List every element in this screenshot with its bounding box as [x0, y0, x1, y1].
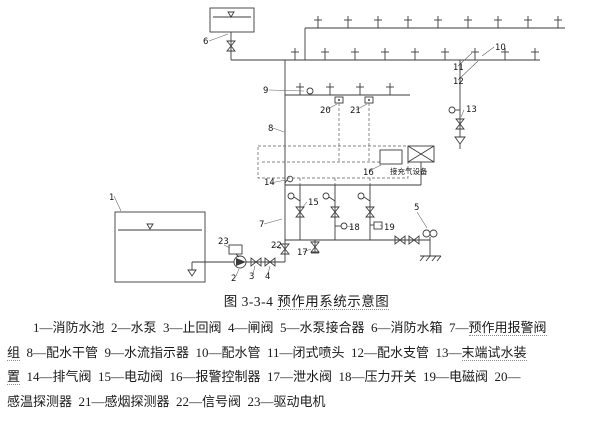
- alarm-control-wiring: [257, 145, 409, 185]
- callout-20: 20: [320, 106, 331, 116]
- underlined-text: 预作用系统示意图: [277, 294, 390, 310]
- legend-line: 1—消防水池 2—水泵 3—止回阀 4—闸阀 5—水泵接合器 6—消防水箱 7—…: [7, 316, 606, 341]
- callout-22: 22: [271, 241, 282, 251]
- callout-9: 9: [263, 86, 268, 96]
- underlined-text: 组: [7, 344, 21, 361]
- underlined-text: 置: [7, 369, 21, 386]
- callout-11: 11: [453, 63, 464, 73]
- callout-19: 19: [384, 223, 395, 233]
- figure-legend: 1—消防水池 2—水泵 3—止回阀 4—闸阀 5—水泵接合器 6—消防水箱 7—…: [0, 316, 613, 414]
- pump-unit: [228, 244, 285, 269]
- underlined-text: 预作用报警阀: [468, 320, 547, 336]
- callout-17: 17: [297, 248, 308, 258]
- alarm-valve-stations: [285, 184, 430, 254]
- text-segment: 14—排气阀 15—电动阀 16—报警控制器 17—泄水阀 18—压力开关 19…: [20, 369, 521, 385]
- sprinkler-pipe-grid: [231, 15, 565, 96]
- callout-8: 8: [268, 124, 273, 134]
- callout-1: 1: [109, 193, 114, 203]
- underlined-text: 末端试水装: [461, 344, 527, 361]
- callout-14: 14: [264, 178, 275, 188]
- fire-detectors: [334, 96, 374, 162]
- callout-23: 23: [218, 237, 229, 247]
- end-test-device: [448, 60, 466, 149]
- water-flow-indicator: [306, 87, 314, 95]
- callout-13: 13: [466, 105, 477, 115]
- callout-3: 3: [249, 272, 254, 282]
- callout-6: 6: [203, 37, 208, 47]
- callout-10: 10: [495, 43, 506, 53]
- text-segment: 图 3-3-4: [223, 294, 278, 309]
- air-equipment-note: 接充气设备: [390, 166, 428, 176]
- legend-line: 感温探测器 21—感烟探测器 22—信号阀 23—驱动电机: [7, 390, 606, 415]
- pump-coupler: [419, 229, 442, 262]
- callout-12: 12: [453, 77, 464, 87]
- callout-7: 7: [259, 220, 264, 230]
- figure-caption: 图 3-3-4 预作用系统示意图: [0, 290, 613, 310]
- callout-2: 2: [231, 274, 236, 284]
- callout-21: 21: [350, 106, 361, 116]
- callout-leader-lines: [113, 33, 495, 277]
- air-charging-device: [407, 145, 435, 185]
- callout-18: 18: [349, 223, 360, 233]
- callout-16: 16: [363, 168, 374, 178]
- callout-15: 15: [308, 198, 319, 208]
- callout-5: 5: [414, 203, 419, 213]
- legend-line: 置 14—排气阀 15—电动阀 16—报警控制器 17—泄水阀 18—压力开关 …: [7, 365, 606, 390]
- text-segment: 感温探测器 21—感烟探测器 22—信号阀 23—驱动电机: [7, 393, 326, 409]
- supply-riser: [284, 60, 294, 262]
- legend-line: 组 8—配水干管 9—水流指示器 10—配水管 11—闭式喷头 12—配水支管 …: [7, 341, 606, 366]
- text-segment: 1—消防水池 2—水泵 3—止回阀 4—闸阀 5—水泵接合器 6—消防水箱 7—: [7, 320, 469, 335]
- fire-water-tank: [209, 7, 255, 60]
- fire-water-pool: [114, 211, 234, 283]
- callout-4: 4: [265, 272, 270, 282]
- text-segment: 8—配水干管 9—水流指示器 10—配水管 11—闭式喷头 12—配水支管 13…: [20, 344, 462, 360]
